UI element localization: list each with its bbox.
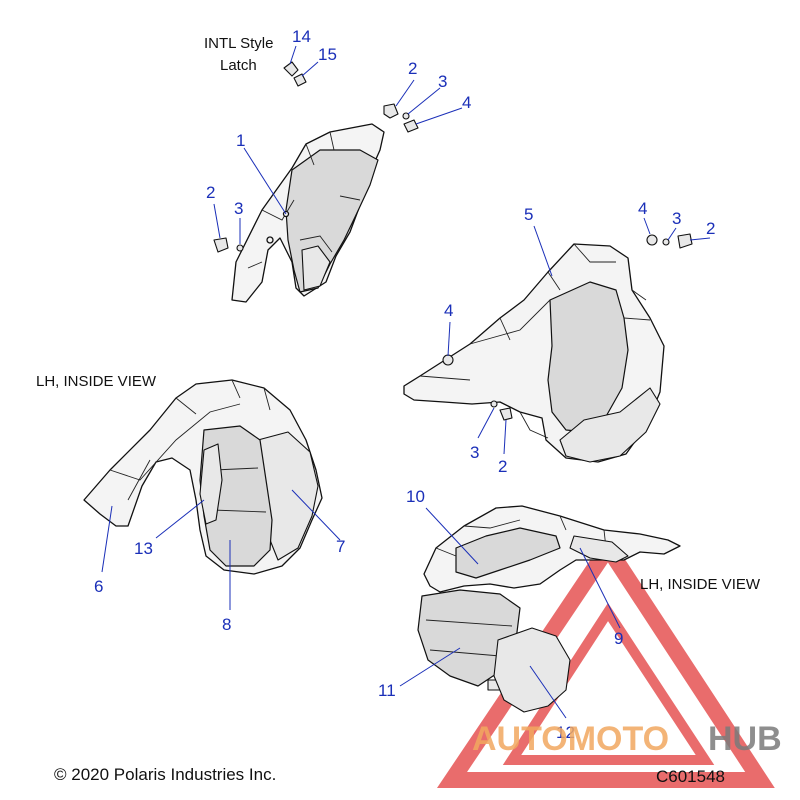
hardware-bottom-part5 xyxy=(490,400,513,421)
callout-15: 15 xyxy=(318,45,337,64)
hardware-top-right xyxy=(383,103,419,133)
callout-3-mid: 3 xyxy=(470,443,479,462)
latch-label: Latch xyxy=(220,57,257,74)
hardware-right-part5 xyxy=(646,233,693,249)
callout-2-top: 2 xyxy=(408,59,417,78)
callout-3-top: 3 xyxy=(438,72,447,91)
part-10-fender-rh xyxy=(423,505,681,593)
part-12-fender-panel xyxy=(493,627,571,713)
callout-6: 6 xyxy=(94,577,103,596)
hardware-left-part5 xyxy=(442,354,454,366)
callout-10: 10 xyxy=(406,487,425,506)
lh-inside-view-label-right: LH, INSIDE VIEW xyxy=(640,576,761,593)
part-5-fender-rear xyxy=(403,243,665,463)
part-1-fender-upper xyxy=(231,123,385,303)
callout-5: 5 xyxy=(524,205,533,224)
callout-9: 9 xyxy=(614,629,623,648)
callout-7: 7 xyxy=(336,537,345,556)
part-9-fender-trim xyxy=(569,535,629,563)
intl-style-label: INTL Style xyxy=(204,35,273,52)
copyright-notice: © 2020 Polaris Industries Inc. xyxy=(54,765,276,784)
hardware-left-part1 xyxy=(213,237,244,253)
callout-4-mid: 4 xyxy=(444,301,453,320)
callout-14: 14 xyxy=(292,27,311,46)
callout-13: 13 xyxy=(134,539,153,558)
watermark-text-orange: AUTOMOTO xyxy=(472,720,669,758)
callout-2-mid: 2 xyxy=(498,457,507,476)
callout-2-left: 2 xyxy=(206,183,215,202)
lh-inside-view-label-left: LH, INSIDE VIEW xyxy=(36,373,157,390)
watermark-text-gray: HUB xyxy=(708,720,782,758)
callout-4-right: 4 xyxy=(638,199,647,218)
callout-12: 12 xyxy=(556,723,575,742)
callout-numbers: 14 15 1 2 3 4 2 3 5 4 3 2 4 3 2 6 13 8 7… xyxy=(94,27,715,742)
callout-3-right: 3 xyxy=(672,209,681,228)
callout-8: 8 xyxy=(222,615,231,634)
callout-11: 11 xyxy=(378,681,396,700)
leader-lines xyxy=(101,45,711,719)
diagram-code: C601548 xyxy=(656,767,725,786)
part-13-fender-strip xyxy=(199,443,223,525)
hardware-latch-14-15 xyxy=(283,61,307,87)
callout-4-top: 4 xyxy=(462,93,471,112)
callout-2-right: 2 xyxy=(706,219,715,238)
callout-3-left: 3 xyxy=(234,199,243,218)
callout-1: 1 xyxy=(236,131,245,150)
